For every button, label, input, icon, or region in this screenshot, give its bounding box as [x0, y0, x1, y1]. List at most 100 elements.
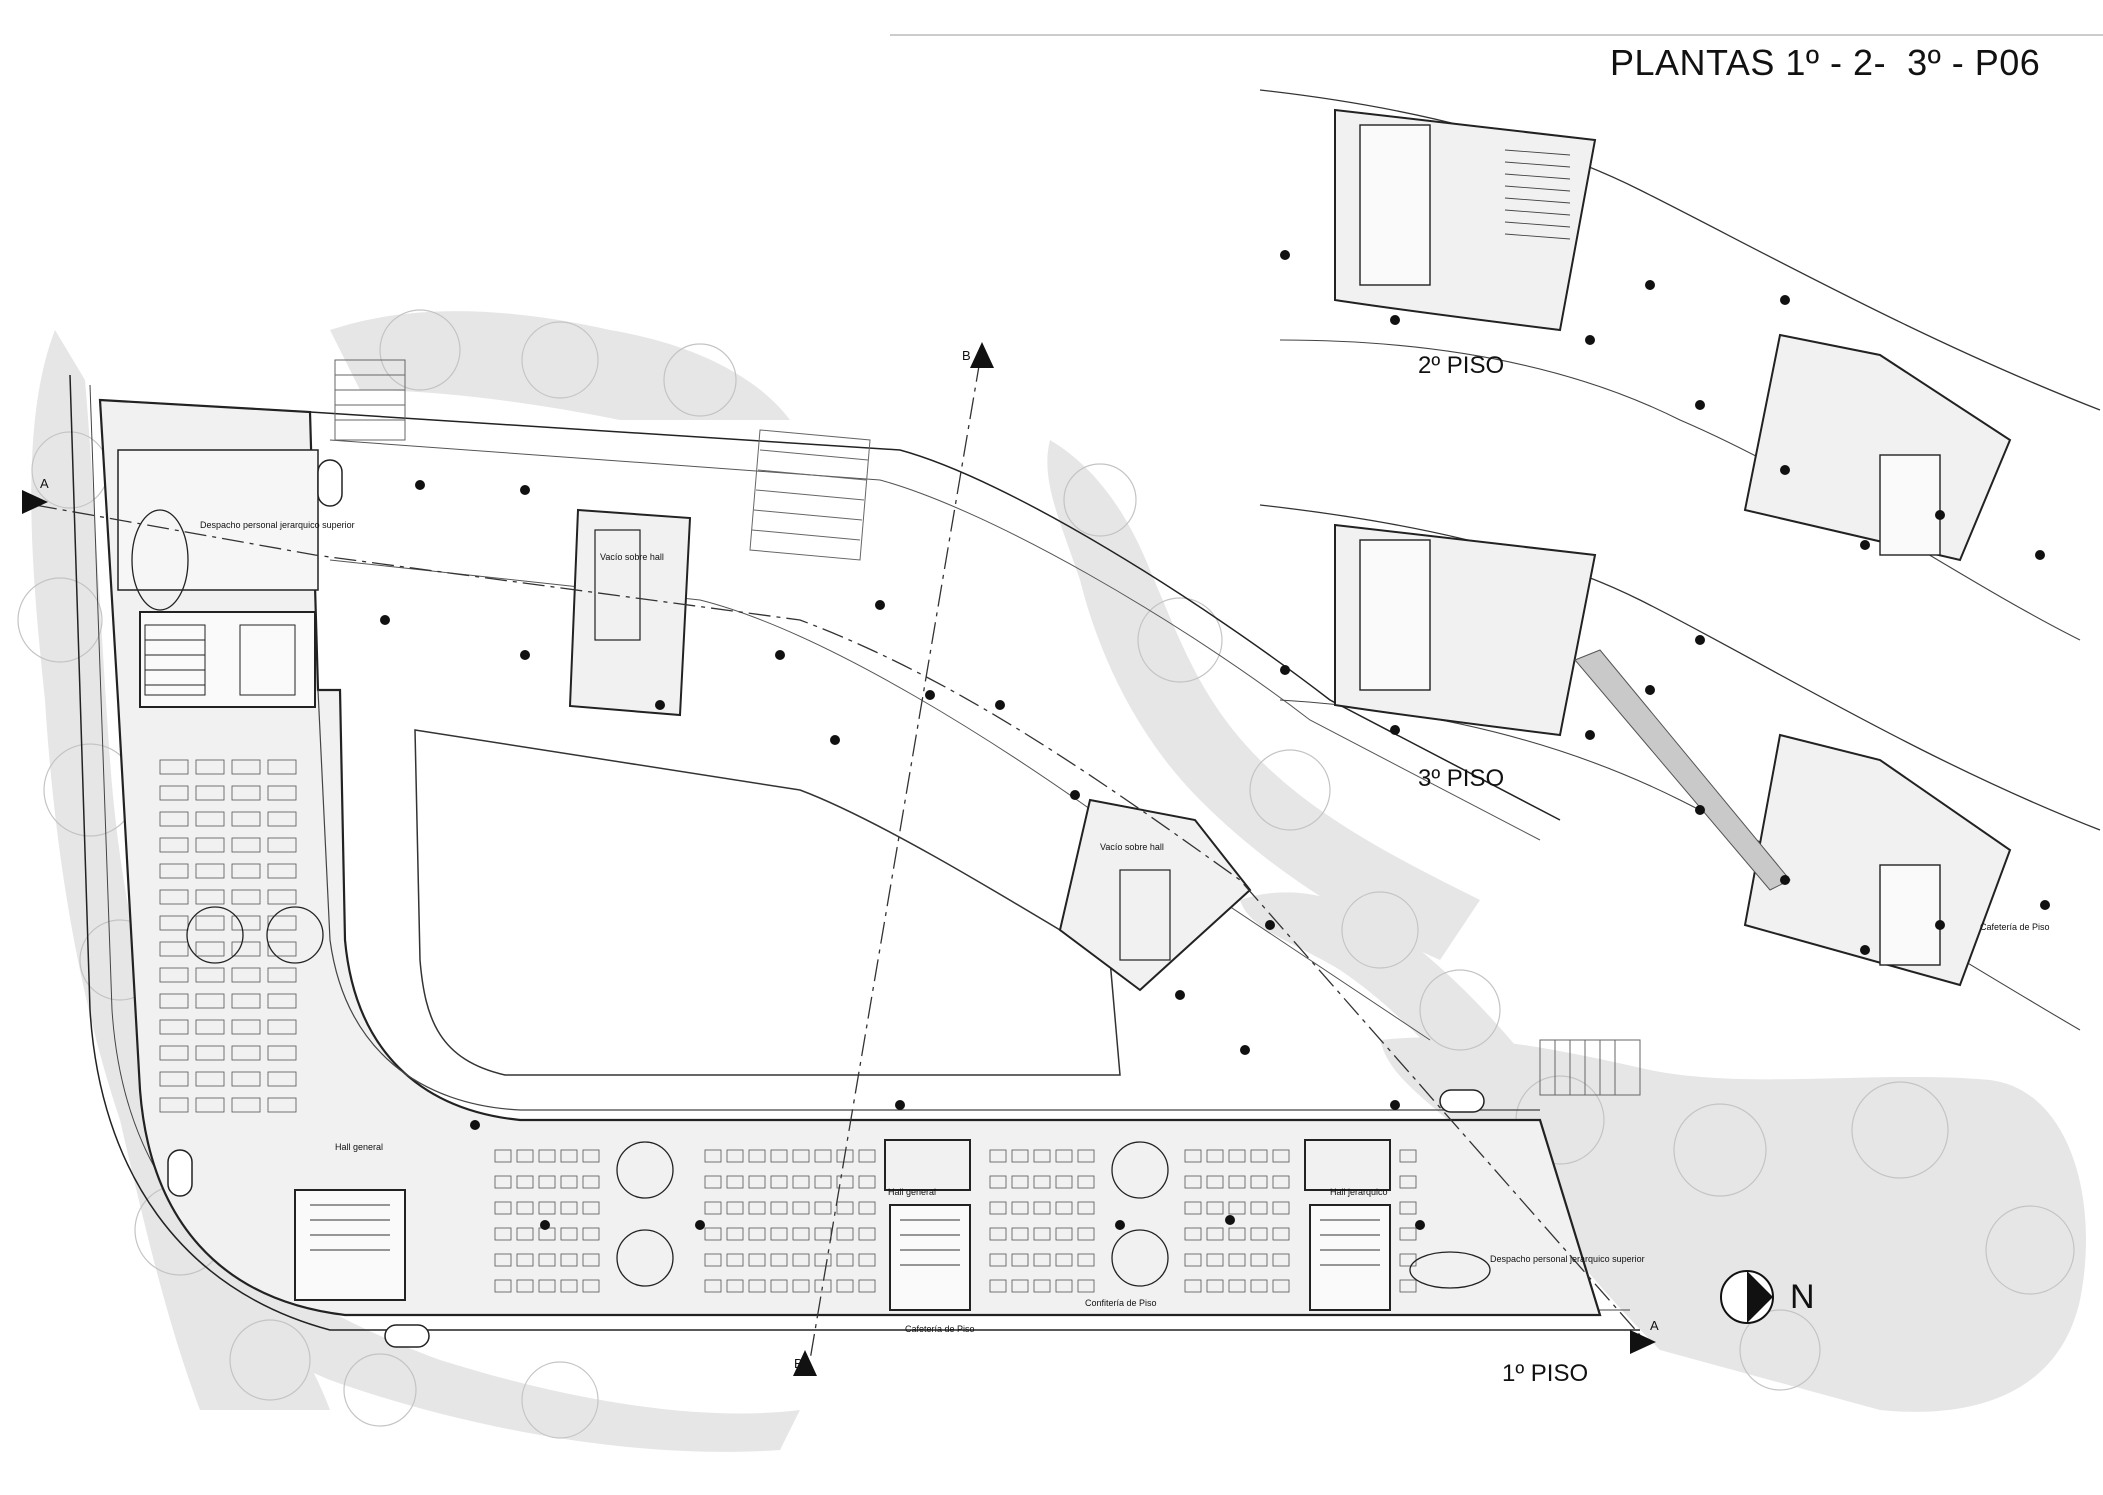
- courtyard-edge: [317, 689, 1540, 1111]
- desk: [159, 1019, 189, 1035]
- desk: [1206, 1279, 1224, 1293]
- desk: [267, 863, 297, 879]
- ramp-stairs-right: [1539, 1039, 1641, 1096]
- third-floor-site-line: [1259, 504, 2101, 831]
- top-wing-outline: [99, 399, 1561, 821]
- despacho-top-area: [117, 449, 319, 591]
- cores-bottom-wing: [294, 1139, 1391, 1311]
- room-label-despacho-top: Despacho personal jerarquico superior: [200, 520, 355, 530]
- desk: [538, 1253, 556, 1267]
- desk: [231, 1045, 261, 1061]
- column-dot: [415, 480, 425, 490]
- column-dot: [1265, 920, 1275, 930]
- desk: [560, 1201, 578, 1215]
- desk: [814, 1253, 832, 1267]
- column-dot: [540, 1220, 550, 1230]
- desk: [516, 1175, 534, 1189]
- section-b-top-icon: [970, 342, 994, 368]
- desk: [231, 993, 261, 1009]
- desk: [1077, 1201, 1095, 1215]
- desk: [1399, 1175, 1417, 1189]
- desk: [267, 915, 297, 931]
- column-dot: [1390, 725, 1400, 735]
- column-dot: [1070, 790, 1080, 800]
- desk: [1077, 1279, 1095, 1293]
- desk: [989, 1149, 1007, 1163]
- desk: [1011, 1279, 1029, 1293]
- desk: [1184, 1149, 1202, 1163]
- column-dot: [2035, 550, 2045, 560]
- column-dot: [1695, 635, 1705, 645]
- desk: [836, 1253, 854, 1267]
- desk: [267, 889, 297, 905]
- desk: [748, 1253, 766, 1267]
- auditorium-rows: [1504, 149, 1571, 240]
- desk: [494, 1227, 512, 1241]
- desk: [231, 941, 261, 957]
- courtyard-void: [414, 729, 1121, 1076]
- desk: [516, 1149, 534, 1163]
- desk: [1184, 1253, 1202, 1267]
- desk: [494, 1279, 512, 1293]
- core-vacio-1: [594, 529, 641, 641]
- despacho-bottom-table: [1409, 1251, 1491, 1289]
- desk: [770, 1279, 788, 1293]
- desk: [231, 811, 261, 827]
- desk: [748, 1149, 766, 1163]
- top-wing-line-2: [329, 439, 1541, 841]
- section-a-right-label: A: [1650, 1318, 1659, 1333]
- desk: [159, 993, 189, 1009]
- desk: [704, 1253, 722, 1267]
- column-dot: [470, 1120, 480, 1130]
- desk: [159, 785, 189, 801]
- room-label-vacio-2: Vacío sobre hall: [1100, 842, 1164, 852]
- desk: [1206, 1253, 1224, 1267]
- desk: [836, 1175, 854, 1189]
- column-dot: [1780, 295, 1790, 305]
- desk: [1228, 1175, 1246, 1189]
- desk: [560, 1149, 578, 1163]
- desk: [538, 1201, 556, 1215]
- columns-first-floor: [380, 480, 1425, 1230]
- hall-general-block: [884, 1139, 971, 1191]
- desk: [1399, 1201, 1417, 1215]
- column-dot: [1280, 665, 1290, 675]
- desk: [1011, 1227, 1029, 1241]
- desk: [159, 811, 189, 827]
- desk: [792, 1175, 810, 1189]
- core-stair-lines: [310, 1204, 1380, 1266]
- desk: [704, 1227, 722, 1241]
- desk: [1228, 1253, 1246, 1267]
- desk: [1033, 1253, 1051, 1267]
- column-dot: [1780, 465, 1790, 475]
- desk: [1206, 1149, 1224, 1163]
- core-top-left: [139, 611, 316, 708]
- desk: [267, 1071, 297, 1087]
- column-dot: [1780, 875, 1790, 885]
- desk: [770, 1175, 788, 1189]
- desk: [560, 1279, 578, 1293]
- floor-label-first: 1º PISO: [1502, 1360, 1589, 1387]
- section-b-bottom-label: B: [794, 1356, 803, 1371]
- desk: [1184, 1175, 1202, 1189]
- room-label-cafeteria: Cafetería de Piso: [905, 1324, 975, 1334]
- desk: [989, 1227, 1007, 1241]
- desk: [1272, 1253, 1290, 1267]
- room-label-despacho-bottom: Despacho personal jerarquico superior: [1490, 1254, 1645, 1264]
- desk: [1250, 1175, 1268, 1189]
- desk: [1055, 1175, 1073, 1189]
- desk: [1228, 1201, 1246, 1215]
- desk: [560, 1175, 578, 1189]
- access-capsules: [167, 459, 1485, 1348]
- desk: [159, 759, 189, 775]
- section-lines: [34, 359, 1641, 1361]
- desk: [1033, 1201, 1051, 1215]
- column-dot: [380, 615, 390, 625]
- desk: [231, 759, 261, 775]
- section-a-left-icon: [22, 490, 48, 514]
- desk: [1228, 1149, 1246, 1163]
- third-floor-block-right: [1743, 733, 2012, 987]
- desk: [1272, 1149, 1290, 1163]
- desk: [1228, 1279, 1246, 1293]
